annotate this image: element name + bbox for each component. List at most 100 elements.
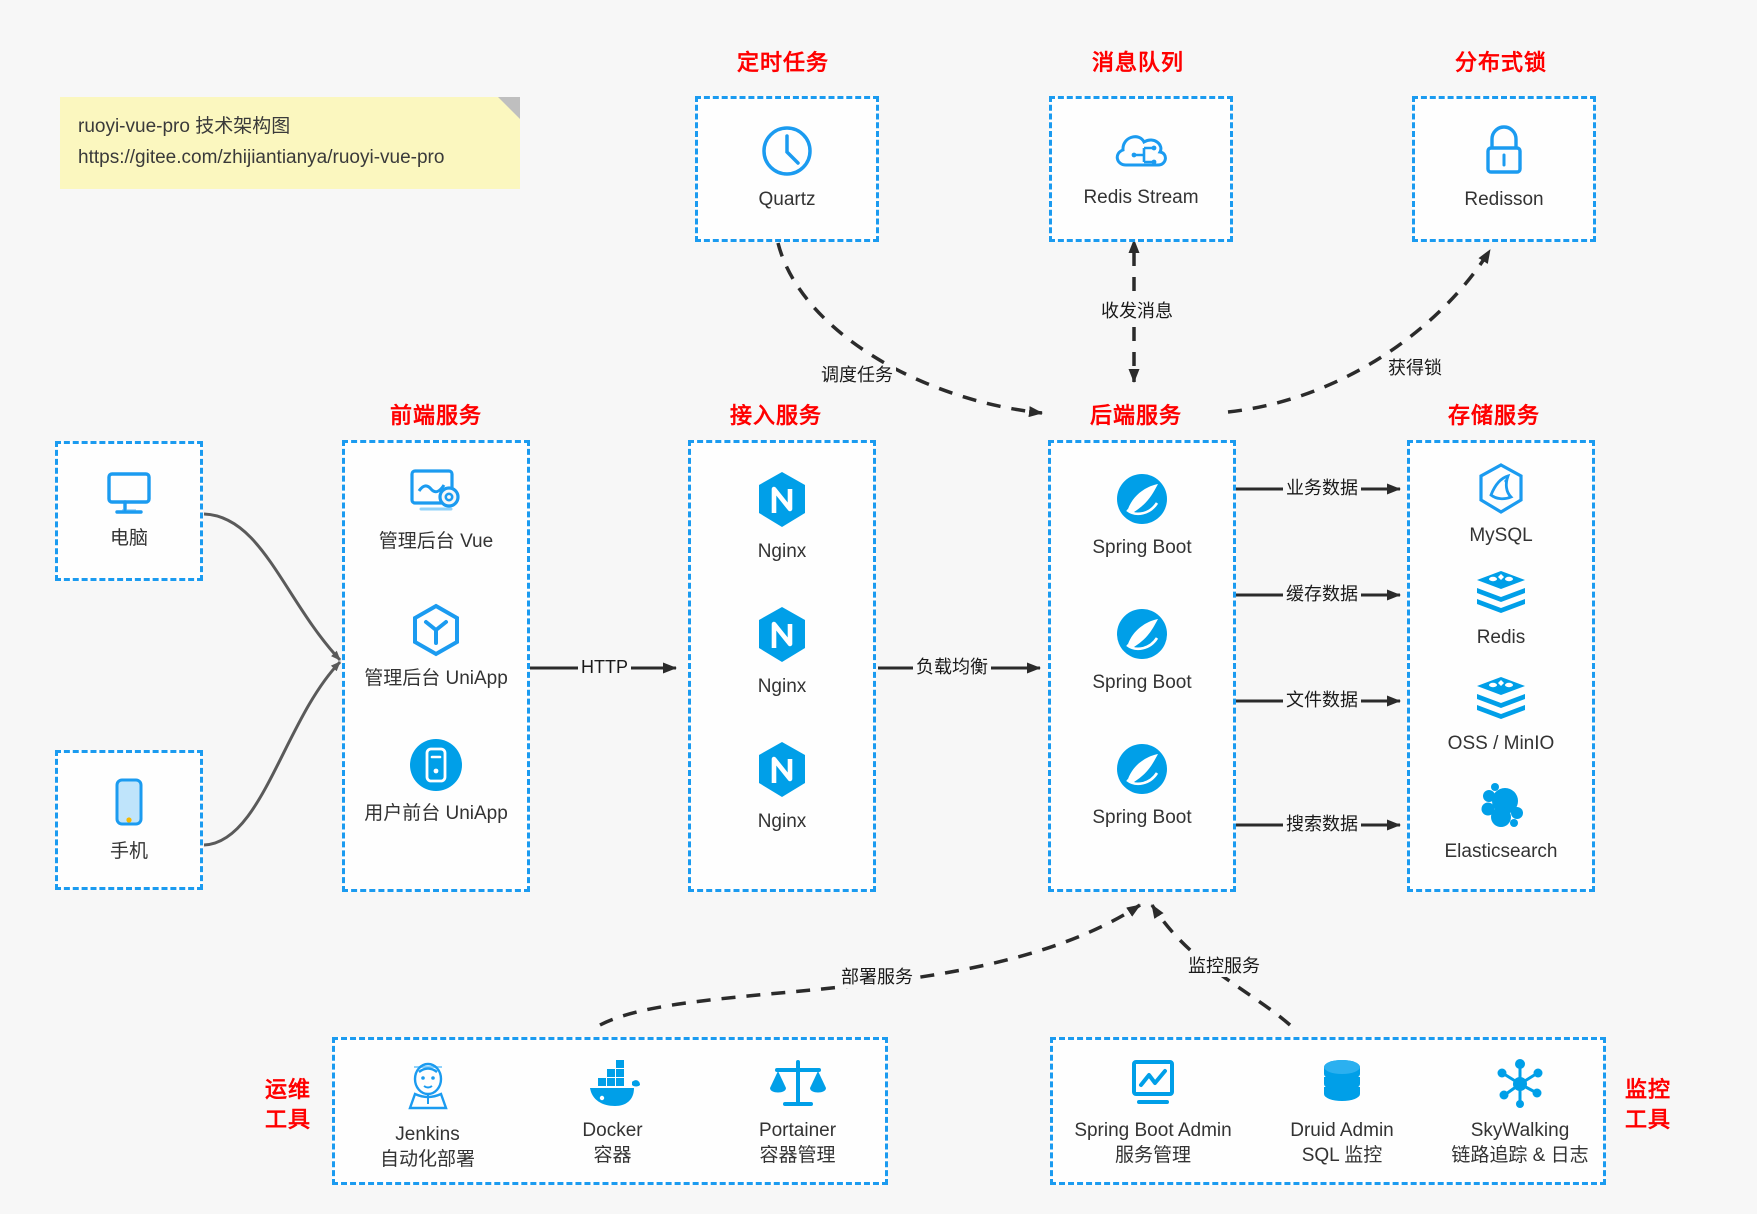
node-admin-uniapp[interactable]: 管理后台 UniApp bbox=[345, 600, 527, 691]
mysql-icon bbox=[1410, 461, 1592, 517]
node-label-mysql: MySQL bbox=[1469, 525, 1533, 546]
node-label-spring-boot-admin: Spring Boot Admin bbox=[1074, 1120, 1232, 1141]
edge-label-monitor-service: 监控服务 bbox=[1185, 955, 1263, 977]
nginx-icon bbox=[691, 739, 873, 803]
edge-label-send-receive-message: 收发消息 bbox=[1098, 300, 1176, 322]
edge-label-deploy-service: 部署服务 bbox=[838, 966, 916, 988]
edge-deploy-service bbox=[599, 903, 1141, 1027]
node-portainer[interactable]: Portainer 容器管理 bbox=[705, 1056, 890, 1169]
edge-label-acquire-lock: 获得锁 bbox=[1385, 357, 1445, 379]
group-title-devops-line1: 运维 bbox=[264, 1077, 311, 1102]
node-label-nginx-1: Nginx bbox=[757, 541, 807, 562]
node-oss-minio[interactable]: OSS / MinIO bbox=[1410, 673, 1592, 756]
node-jenkins[interactable]: Jenkins 自动化部署 bbox=[335, 1056, 520, 1173]
group-title-scheduled-task: 定时任务 bbox=[737, 50, 830, 75]
edge-label-http: HTTP bbox=[578, 656, 631, 678]
spring-boot-icon bbox=[1051, 739, 1233, 799]
edge-label-business-data: 业务数据 bbox=[1283, 477, 1361, 499]
node-mysql[interactable]: MySQL bbox=[1410, 461, 1592, 548]
spring-boot-icon bbox=[1051, 469, 1233, 529]
group-title-monitoring-line2: 工具 bbox=[1624, 1107, 1671, 1132]
note-line-1: ruoyi-vue-pro 技术架构图 bbox=[78, 116, 291, 137]
node-nginx-2[interactable]: Nginx bbox=[691, 604, 873, 699]
jenkins-icon bbox=[335, 1056, 520, 1116]
group-scheduled-task: Quartz bbox=[695, 96, 879, 242]
node-label-quartz: Quartz bbox=[758, 189, 816, 210]
node-sub-jenkins: 自动化部署 bbox=[379, 1149, 475, 1170]
group-storage: MySQL Redis bbox=[1407, 440, 1595, 892]
group-client-phone: 手机 bbox=[55, 750, 203, 890]
node-label-druid-admin: Druid Admin bbox=[1290, 1120, 1394, 1141]
group-message-queue: Redis Stream bbox=[1049, 96, 1233, 242]
druid-db-icon bbox=[1253, 1056, 1431, 1112]
node-label-spring-boot-1: Spring Boot bbox=[1092, 537, 1192, 558]
node-spring-boot-1[interactable]: Spring Boot bbox=[1051, 469, 1233, 560]
node-label-admin-vue: 管理后台 Vue bbox=[378, 531, 494, 552]
node-label-redis-stream: Redis Stream bbox=[1083, 187, 1199, 208]
node-quartz[interactable]: Quartz bbox=[698, 121, 876, 212]
group-distributed-lock: Redisson bbox=[1412, 96, 1596, 242]
node-druid-admin[interactable]: Druid Admin SQL 监控 bbox=[1253, 1056, 1431, 1169]
group-title-gateway: 接入服务 bbox=[730, 403, 823, 428]
edge-label-file-data: 文件数据 bbox=[1283, 689, 1361, 711]
node-docker[interactable]: Docker 容器 bbox=[520, 1056, 705, 1169]
node-nginx-1[interactable]: Nginx bbox=[691, 469, 873, 564]
note-line-2: https://gitee.com/zhijiantianya/ruoyi-vu… bbox=[78, 147, 445, 168]
clock-icon bbox=[698, 121, 876, 181]
node-label-spring-boot-2: Spring Boot bbox=[1092, 672, 1192, 693]
edge-phone-to-frontend bbox=[203, 660, 342, 847]
node-spring-boot-2[interactable]: Spring Boot bbox=[1051, 604, 1233, 695]
edge-label-schedule-task: 调度任务 bbox=[818, 364, 896, 386]
group-monitoring: Spring Boot Admin 服务管理 bbox=[1050, 1037, 1606, 1185]
node-redisson[interactable]: Redisson bbox=[1415, 121, 1593, 212]
node-label-phone: 手机 bbox=[109, 841, 148, 862]
node-sub-portainer: 容器管理 bbox=[759, 1145, 836, 1166]
oss-icon bbox=[1410, 673, 1592, 725]
node-label-pc: 电脑 bbox=[109, 528, 148, 549]
sticky-note: ruoyi-vue-pro 技术架构图 https://gitee.com/zh… bbox=[60, 97, 520, 189]
group-title-storage: 存储服务 bbox=[1448, 403, 1541, 428]
group-title-monitoring-line1: 监控 bbox=[1624, 1077, 1671, 1102]
node-skywalking[interactable]: SkyWalking 链路追踪 & 日志 bbox=[1431, 1056, 1609, 1169]
node-label-elasticsearch: Elasticsearch bbox=[1444, 841, 1558, 862]
admin-dashboard-icon bbox=[345, 465, 527, 523]
group-title-frontend: 前端服务 bbox=[390, 403, 483, 428]
skywalking-icon bbox=[1431, 1056, 1609, 1112]
node-admin-vue[interactable]: 管理后台 Vue bbox=[345, 465, 527, 554]
node-sub-druid-admin: SQL 监控 bbox=[1301, 1145, 1383, 1166]
mobile-app-icon bbox=[345, 735, 527, 795]
group-title-distributed-lock: 分布式锁 bbox=[1455, 50, 1548, 75]
lock-icon bbox=[1415, 121, 1593, 181]
portainer-icon bbox=[705, 1056, 890, 1112]
nginx-icon bbox=[691, 469, 873, 533]
node-spring-boot-admin[interactable]: Spring Boot Admin 服务管理 bbox=[1053, 1056, 1253, 1169]
group-title-devops-line2: 工具 bbox=[264, 1107, 311, 1132]
node-sub-spring-boot-admin: 服务管理 bbox=[1114, 1145, 1191, 1166]
group-title-devops: 运维 工具 bbox=[258, 1075, 318, 1135]
edge-label-cache-data: 缓存数据 bbox=[1283, 583, 1361, 605]
group-frontend: 管理后台 Vue 管理后台 UniApp 用户前台 UniApp bbox=[342, 440, 530, 892]
cloud-stream-icon bbox=[1052, 121, 1230, 179]
edge-label-search-data: 搜索数据 bbox=[1283, 813, 1361, 835]
node-label-skywalking: SkyWalking bbox=[1470, 1120, 1570, 1141]
node-user-uniapp[interactable]: 用户前台 UniApp bbox=[345, 735, 527, 826]
edge-schedule-task bbox=[776, 242, 1043, 418]
node-sub-skywalking: 链路追踪 & 日志 bbox=[1451, 1145, 1589, 1166]
node-spring-boot-3[interactable]: Spring Boot bbox=[1051, 739, 1233, 830]
node-label-redisson: Redisson bbox=[1464, 189, 1544, 210]
node-redis-stream[interactable]: Redis Stream bbox=[1052, 121, 1230, 210]
uniapp-cube-icon bbox=[345, 600, 527, 660]
node-sub-docker: 容器 bbox=[593, 1145, 632, 1166]
node-pc[interactable]: 电脑 bbox=[58, 466, 200, 551]
node-nginx-3[interactable]: Nginx bbox=[691, 739, 873, 834]
node-redis[interactable]: Redis bbox=[1410, 567, 1592, 650]
node-label-nginx-3: Nginx bbox=[757, 811, 807, 832]
node-phone[interactable]: 手机 bbox=[58, 775, 200, 864]
spring-boot-admin-icon bbox=[1053, 1056, 1253, 1112]
node-label-admin-uniapp: 管理后台 UniApp bbox=[364, 668, 508, 689]
spring-boot-icon bbox=[1051, 604, 1233, 664]
note-fold-icon bbox=[498, 97, 520, 119]
node-elasticsearch[interactable]: Elasticsearch bbox=[1410, 779, 1592, 864]
group-title-monitoring: 监控 工具 bbox=[1618, 1075, 1678, 1135]
